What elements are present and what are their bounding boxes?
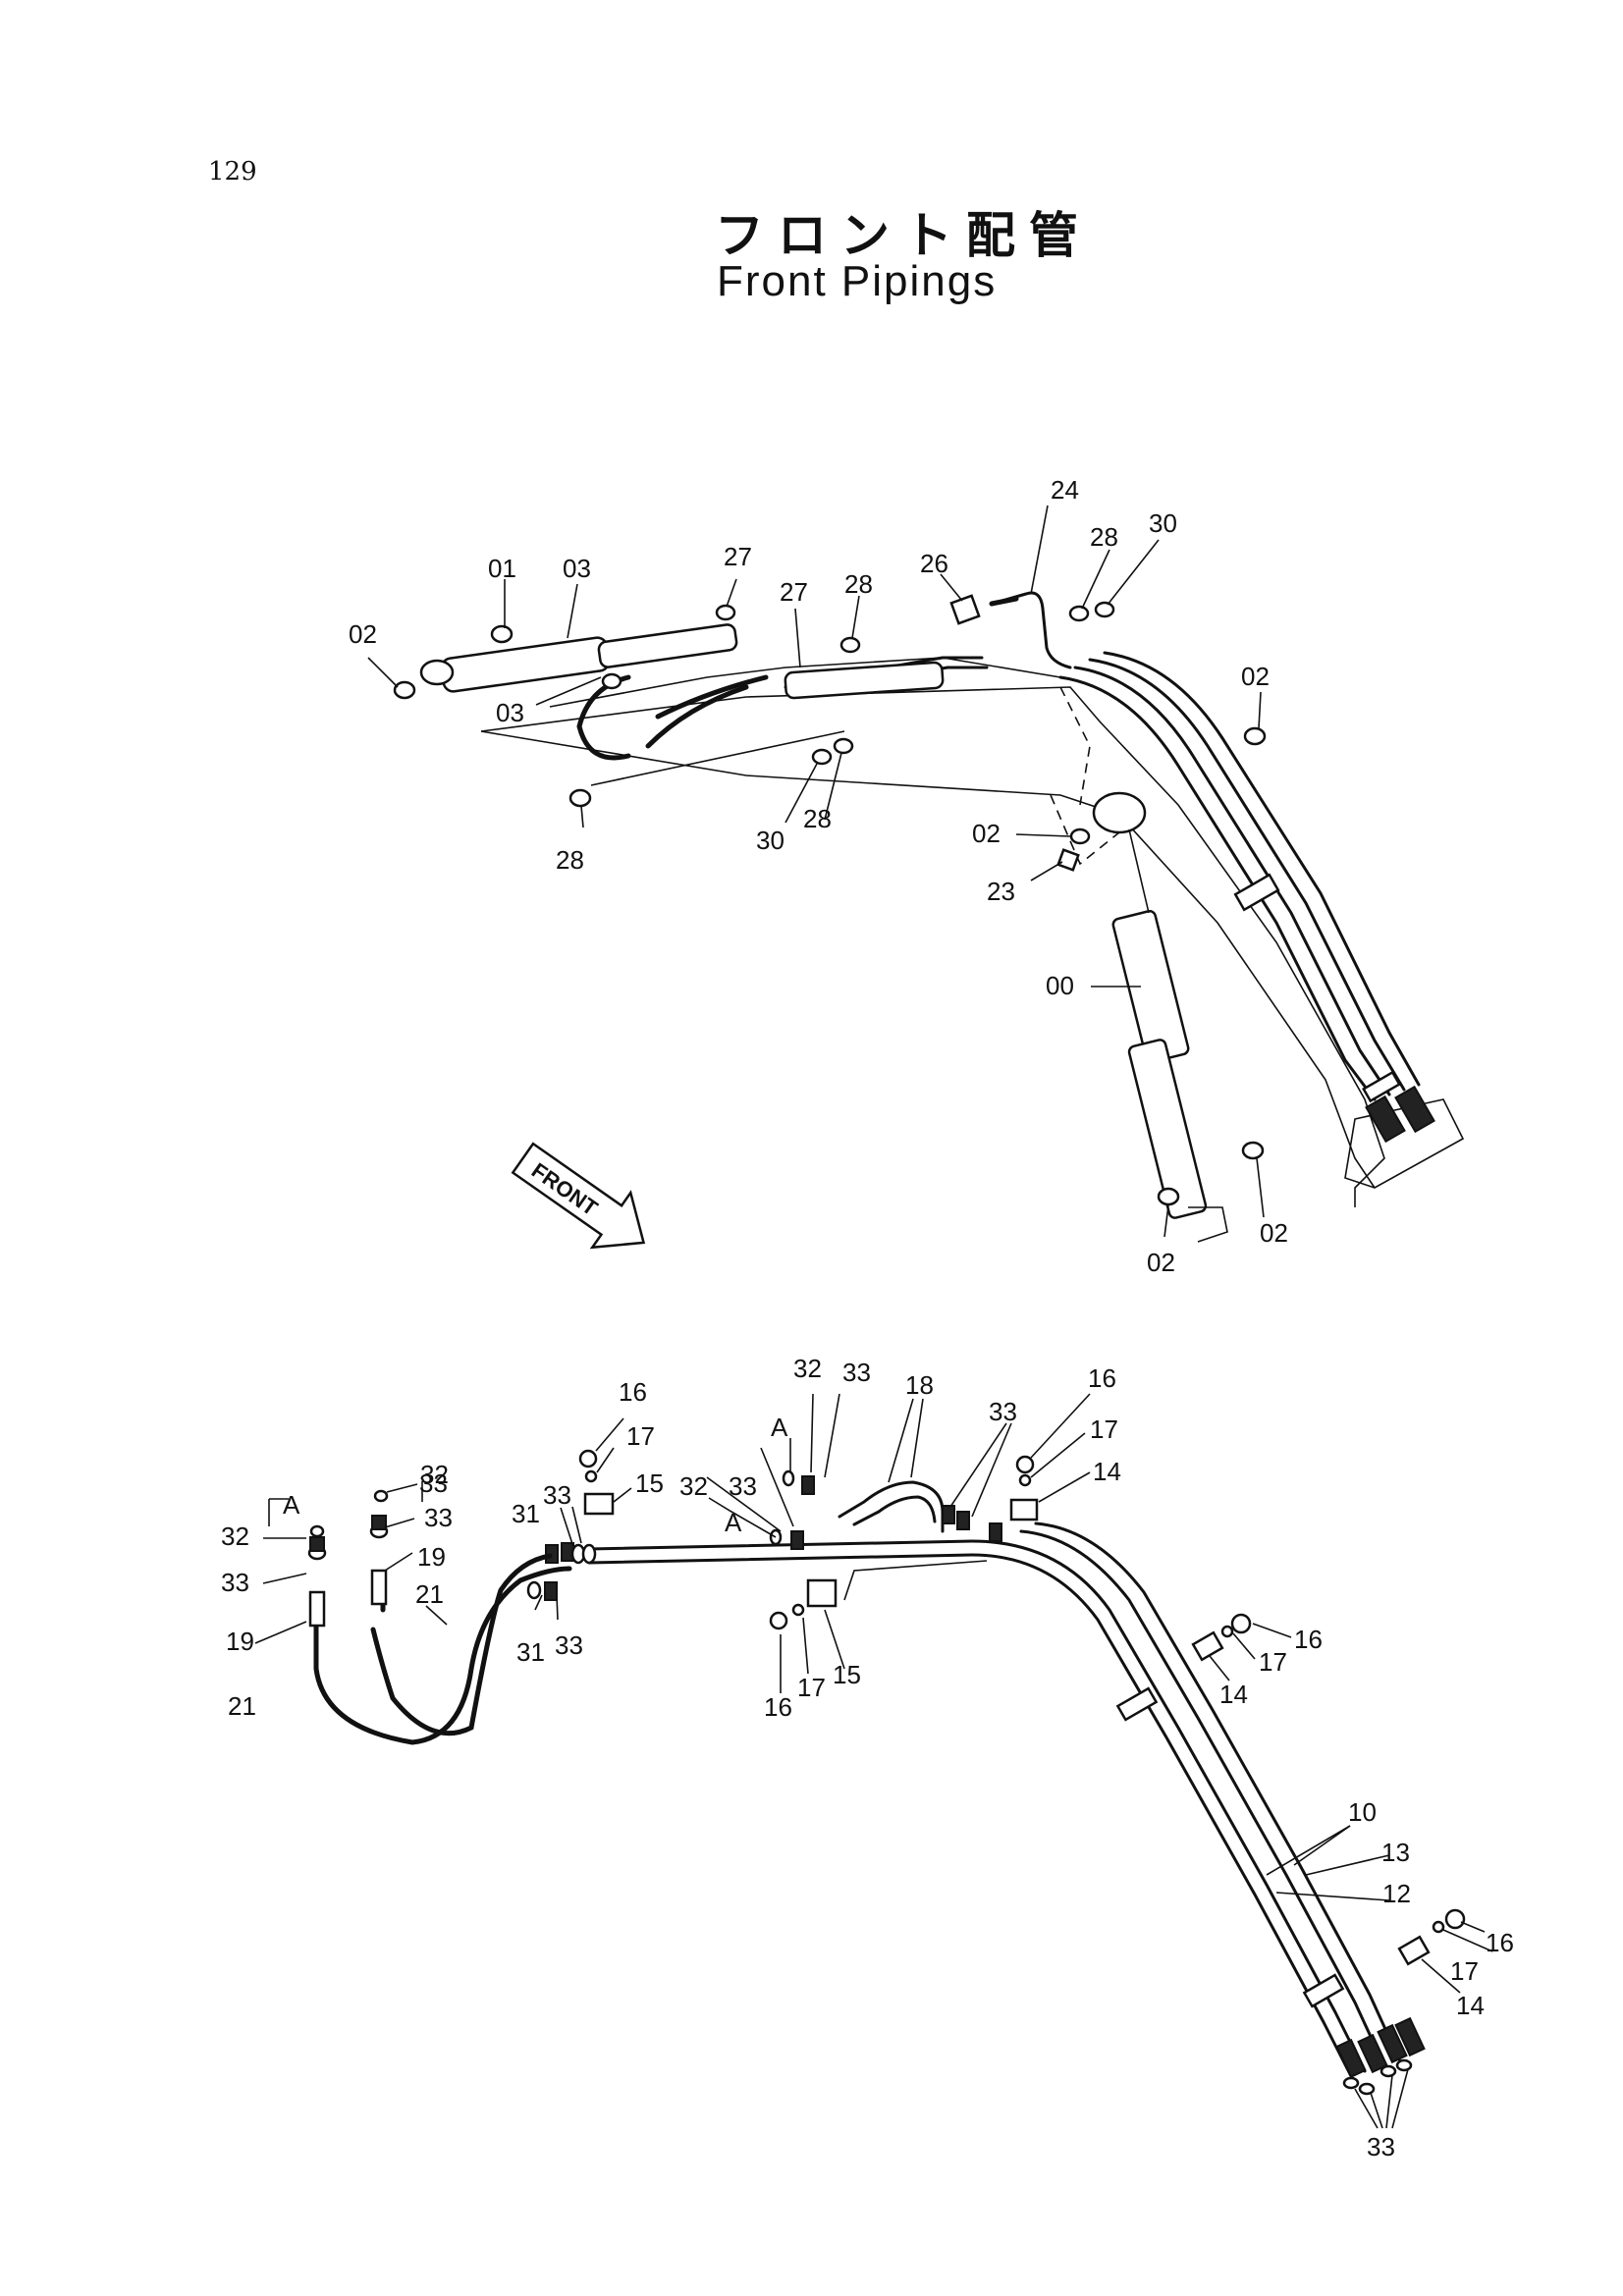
callout: 28 — [556, 845, 584, 875]
callout: 19 — [417, 1542, 446, 1572]
callout: 03 — [563, 554, 591, 583]
title-english: Front Pipings — [717, 257, 998, 305]
callout: 27 — [780, 577, 808, 607]
callout: 14 — [1093, 1457, 1121, 1486]
callout: 17 — [1090, 1415, 1118, 1444]
callout: 02 — [1241, 662, 1270, 691]
callout: 17 — [1450, 1956, 1479, 1986]
callout: 24 — [1051, 475, 1079, 505]
callout: 27 — [724, 542, 752, 571]
callout: 02 — [972, 819, 1001, 848]
callout: 15 — [635, 1468, 664, 1498]
callout: 33 — [543, 1480, 571, 1510]
callout: 32 — [221, 1522, 249, 1551]
callout: 17 — [626, 1421, 655, 1451]
callout: 28 — [1090, 522, 1118, 552]
callout: 14 — [1219, 1680, 1248, 1709]
callout: 10 — [1348, 1797, 1377, 1827]
callout: 00 — [1046, 971, 1074, 1000]
callout: 32 — [420, 1460, 449, 1489]
callout: 30 — [756, 826, 784, 855]
callout: A — [283, 1490, 300, 1520]
callout: 32 — [793, 1354, 822, 1383]
callout: 26 — [920, 549, 948, 578]
callout: 12 — [1382, 1879, 1411, 1908]
callout: 16 — [1294, 1625, 1323, 1654]
callout: 16 — [764, 1692, 792, 1722]
page-number: 129 — [208, 157, 257, 187]
callout: 33 — [221, 1568, 249, 1597]
callout: 32 — [679, 1471, 708, 1501]
callout: 33 — [842, 1358, 871, 1387]
callout: 17 — [1259, 1647, 1287, 1677]
callout: 31 — [516, 1637, 545, 1667]
bottom-assembly: 16 17 15 33 31 32 33 18 33 16 17 14 A 32… — [221, 1354, 1514, 2162]
callout: 33 — [424, 1503, 453, 1532]
callout: 33 — [555, 1630, 583, 1660]
callout: 19 — [226, 1627, 254, 1656]
callout: 31 — [512, 1499, 540, 1528]
callout: 02 — [349, 619, 377, 649]
callout: 33 — [989, 1397, 1017, 1426]
callout: 21 — [228, 1691, 256, 1721]
callout: 15 — [833, 1660, 861, 1689]
title-japanese: フロント配管 — [715, 207, 1092, 264]
top-assembly: 02 01 03 03 27 27 28 26 24 28 30 02 28 3… — [349, 475, 1465, 1277]
callout: A — [725, 1508, 742, 1537]
callout: 33 — [419, 1468, 448, 1498]
callout: 03 — [496, 698, 524, 727]
callout: 17 — [797, 1673, 826, 1702]
callout: 23 — [987, 877, 1015, 906]
callout: 02 — [1260, 1218, 1288, 1248]
callout: 16 — [1486, 1928, 1514, 1957]
callout: 21 — [415, 1579, 444, 1609]
callout: 28 — [844, 569, 873, 599]
callout: 16 — [619, 1377, 647, 1407]
callout: 14 — [1456, 1991, 1485, 2020]
callout: 18 — [905, 1370, 934, 1400]
callout: 02 — [1147, 1248, 1175, 1277]
callout: 33 — [729, 1471, 757, 1501]
callout: 13 — [1381, 1838, 1410, 1867]
callout: 33 — [1367, 2132, 1395, 2162]
callout: 01 — [488, 554, 516, 583]
front-arrow-icon: FRONT — [511, 1142, 646, 1250]
callout: A — [771, 1413, 788, 1442]
callout: 16 — [1088, 1363, 1116, 1393]
callout: 30 — [1149, 508, 1177, 538]
callout: 28 — [803, 804, 832, 833]
